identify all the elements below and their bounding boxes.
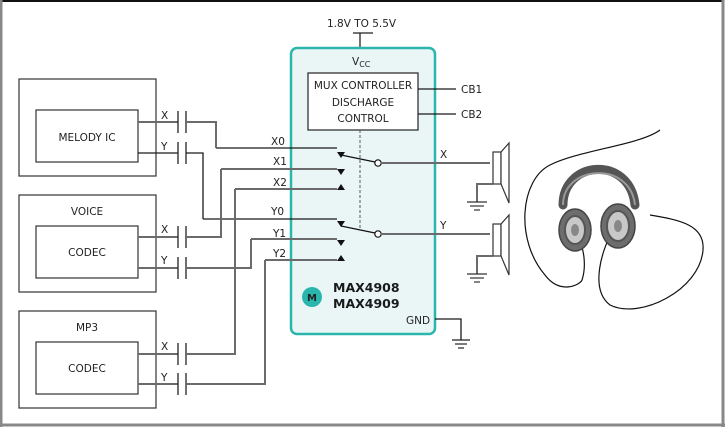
headphones-icon [524,129,704,310]
controller-line-3: CONTROL [337,113,388,125]
pin-x0-label: X0 [271,136,285,148]
part-number-2: MAX4909 [333,296,400,311]
mp3-label: MP3 [76,322,98,334]
cb2-pin-label: CB2 [461,109,482,121]
output-x-label: X [440,149,447,161]
source-melody-ic: MELODY IC X Y [18,78,217,219]
pin-y1-label: Y1 [272,228,286,240]
mux-controller-block: MUX CONTROLLER DISCHARGE CONTROL CB1 CB2 [307,72,482,230]
pin-y2-label: Y2 [272,248,286,260]
vcc-label: VCC [352,56,371,69]
cb1-pin-label: CB1 [461,84,482,96]
speaker-y-icon [467,213,510,283]
output-y-label: Y [439,220,447,232]
switch-y: Y [203,218,490,261]
mp3-y-label: Y [160,372,168,384]
melody-y-label: Y [160,141,168,153]
source-voice-codec: VOICE CODEC X Y [18,169,252,293]
pin-x2-label: X2 [273,177,287,189]
controller-line-1: MUX CONTROLLER [314,80,412,92]
pin-y0-label: Y0 [270,206,284,218]
svg-text:M: M [307,293,317,304]
chip-ground: GND [406,315,470,349]
melody-x-label: X [161,110,168,122]
part-number-1: MAX4908 [333,280,400,295]
mp3-codec-label: CODEC [68,363,106,375]
voice-x-label: X [161,224,168,236]
voice-y-label: Y [160,255,168,267]
gnd-label: GND [406,315,430,327]
supply-voltage-label: 1.8V TO 5.5V [327,18,397,30]
mp3-x-label: X [161,341,168,353]
speaker-x-icon [467,141,510,211]
pin-x1-label: X1 [273,156,287,168]
melody-ic-label: MELODY IC [58,132,115,144]
voice-codec-label: CODEC [68,247,106,259]
maxim-logo: M [302,287,322,307]
switch-x: X [216,147,490,190]
controller-line-2: DISCHARGE [332,97,394,109]
supply-rail: 1.8V TO 5.5V [327,18,397,48]
voice-label: VOICE [71,206,103,218]
source-mp3-codec: MP3 CODEC X Y [18,189,266,409]
